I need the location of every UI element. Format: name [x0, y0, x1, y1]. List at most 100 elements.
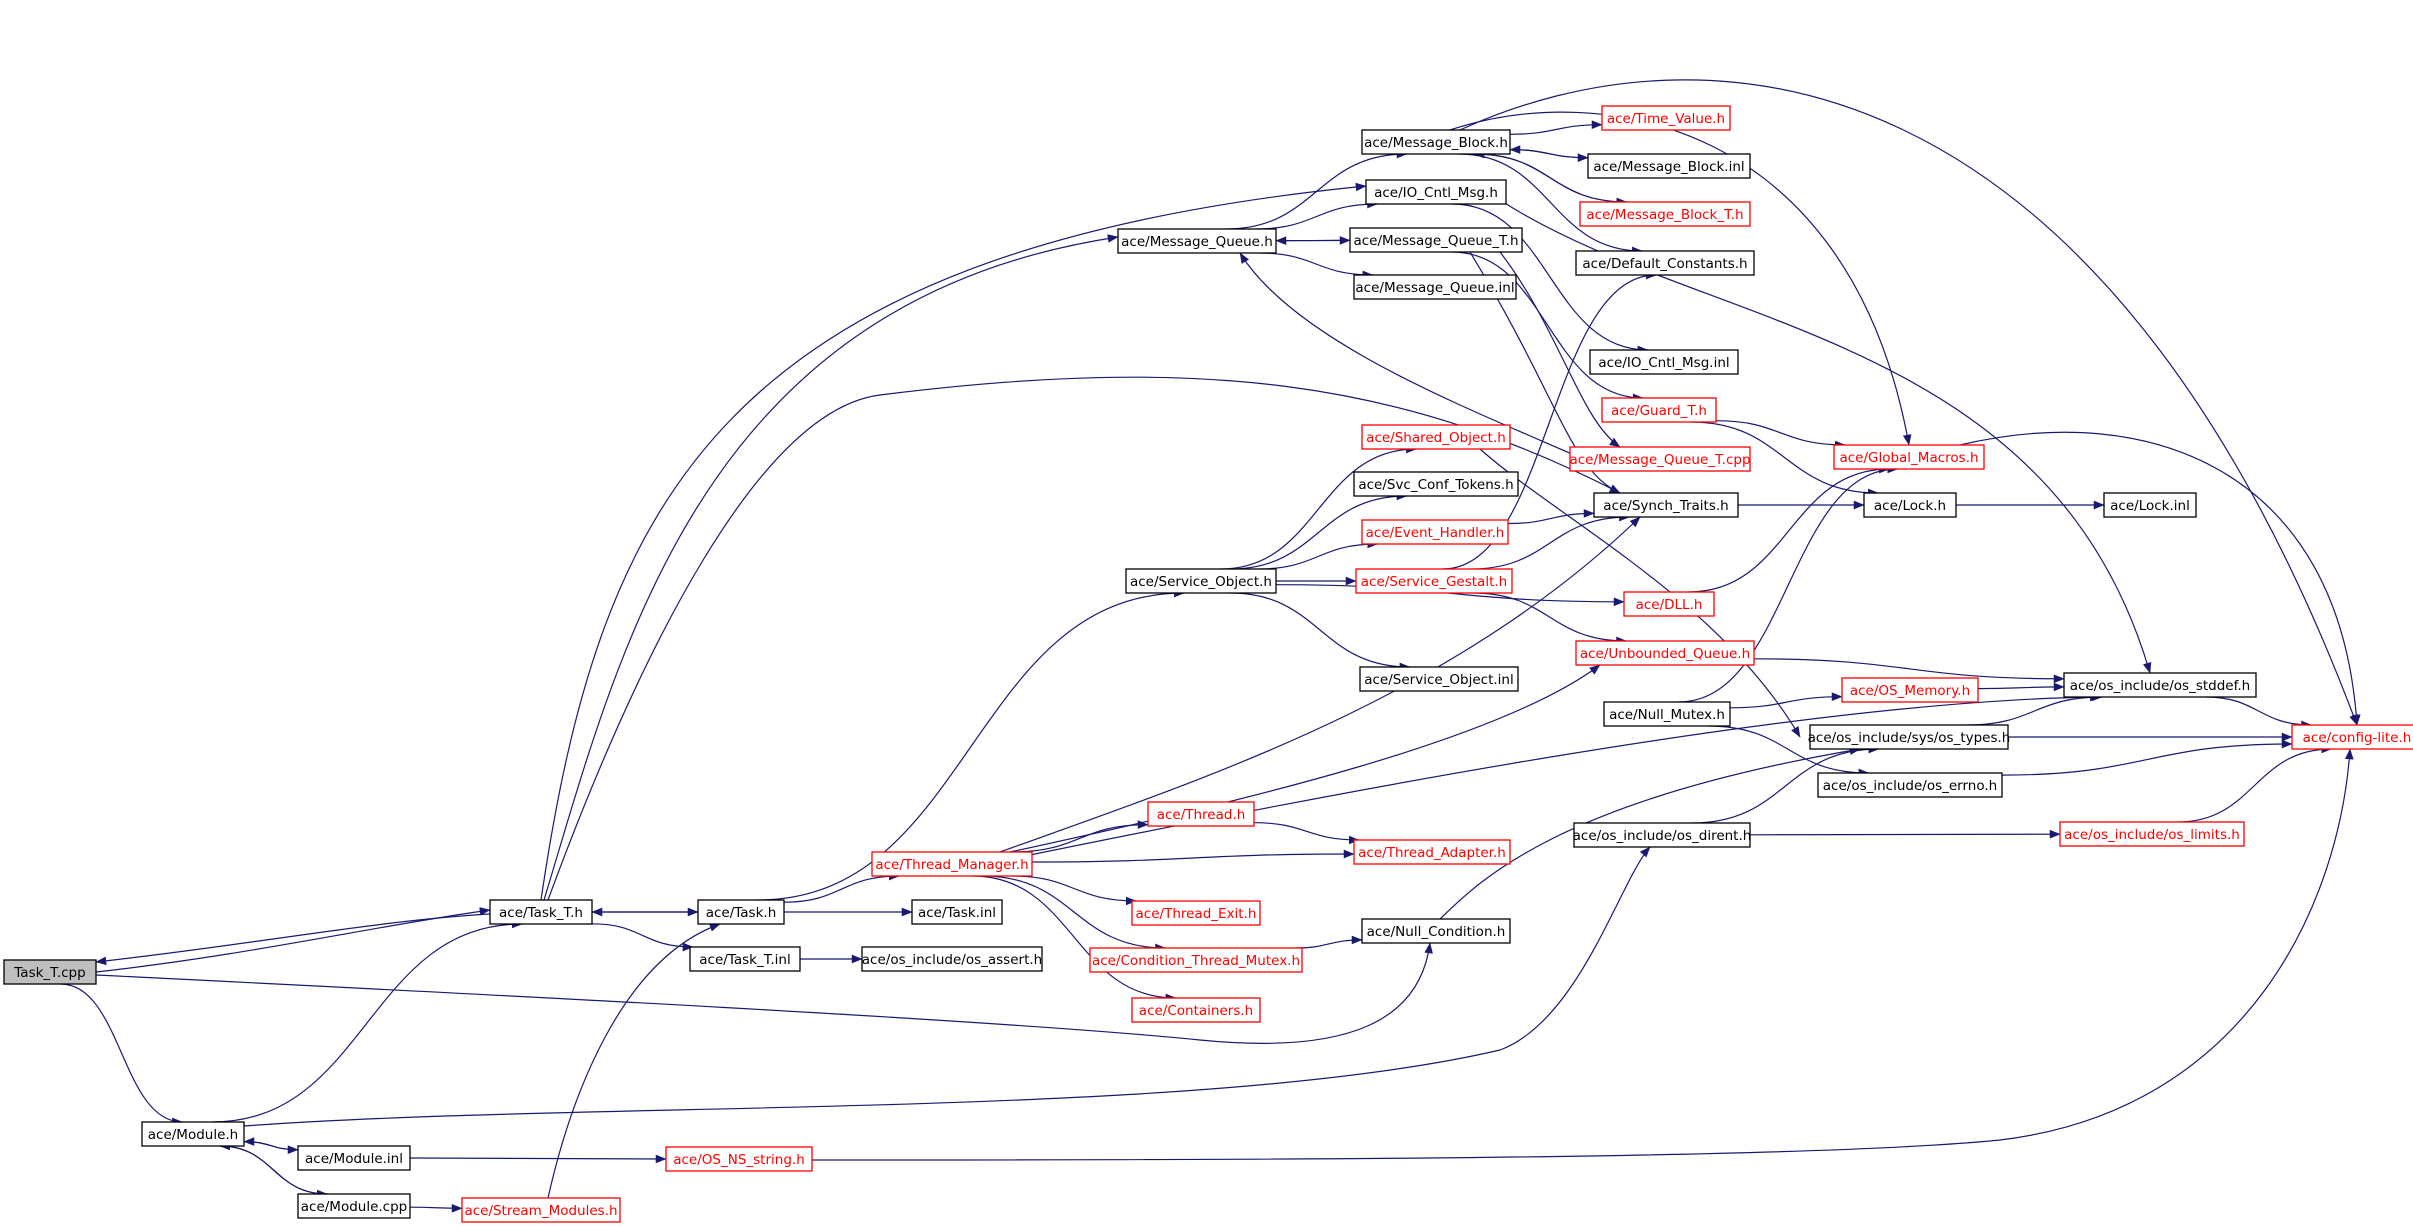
- node-lock-inl[interactable]: ace/Lock.inl: [2103, 492, 2197, 518]
- node-label: ace/Message_Block.h: [1364, 135, 1508, 151]
- node-box: [461, 1197, 621, 1223]
- node-label: ace/Message_Queue.h: [1121, 234, 1273, 250]
- edge-os-memory-to-os-stddef: [1977, 682, 2065, 692]
- node-label: ace/Task_T.h: [499, 905, 583, 921]
- edge-guard-t-to-global-macros: [1715, 420, 1846, 450]
- node-dll-h[interactable]: ace/DLL.h: [1623, 591, 1715, 617]
- node-thread-manager[interactable]: ace/Thread_Manager.h: [871, 851, 1033, 877]
- edge-message-queue-to-message-queue-inl: [1259, 252, 1374, 280]
- node-thread-adapter[interactable]: ace/Thread_Adapter.h: [1353, 839, 1511, 865]
- node-label: ace/Service_Object.h: [1130, 574, 1272, 590]
- node-stream-modules[interactable]: ace/Stream_Modules.h: [461, 1197, 621, 1223]
- node-synch-traits[interactable]: ace/Synch_Traits.h: [1593, 492, 1739, 518]
- node-label: ace/Thread_Exit.h: [1136, 906, 1257, 922]
- node-config-lite[interactable]: ace/config-lite.h: [2291, 724, 2413, 750]
- edge-service-object-to-service-object-inl: [1230, 592, 1411, 672]
- node-label: ace/Thread_Manager.h: [875, 857, 1028, 873]
- node-time-value[interactable]: ace/Time_Value.h: [1601, 105, 1731, 131]
- node-label: ace/Thread_Adapter.h: [1358, 845, 1506, 861]
- node-null-condition[interactable]: ace/Null_Condition.h: [1361, 918, 1511, 944]
- edge-io-cntl-msg-to-os-stddef: [1499, 199, 2152, 674]
- node-label: ace/Null_Mutex.h: [1609, 707, 1725, 723]
- node-box: [297, 1145, 411, 1171]
- node-label: ace/Lock.h: [1874, 498, 1946, 514]
- node-thread-h[interactable]: ace/Thread.h: [1147, 801, 1255, 827]
- node-svc-conf-tokens[interactable]: ace/Svc_Conf_Tokens.h: [1353, 471, 1519, 497]
- node-os-assert[interactable]: ace/os_include/os_assert.h: [861, 946, 1043, 972]
- node-box: [1131, 900, 1261, 926]
- node-lock-h[interactable]: ace/Lock.h: [1863, 492, 1957, 518]
- node-task-t-h[interactable]: ace/Task_T.h: [489, 899, 593, 925]
- node-box: [1131, 997, 1261, 1023]
- node-label: ace/Task.h: [706, 905, 777, 921]
- edge-module-cpp-to-module-h: [219, 1141, 328, 1195]
- node-cond-thread-mutex[interactable]: ace/Condition_Thread_Mutex.h: [1089, 947, 1303, 973]
- node-message-queue-t[interactable]: ace/Message_Queue_T.h: [1349, 227, 1523, 253]
- node-os-memory[interactable]: ace/OS_Memory.h: [1841, 677, 1979, 703]
- node-label: ace/Task_T.inl: [699, 952, 790, 968]
- node-os-errno[interactable]: ace/os_include/os_errno.h: [1817, 772, 2003, 798]
- node-label: ace/Synch_Traits.h: [1603, 498, 1728, 514]
- node-box: [297, 1193, 411, 1219]
- node-os-dirent[interactable]: ace/os_include/os_dirent.h: [1573, 822, 1752, 848]
- node-thread-exit[interactable]: ace/Thread_Exit.h: [1131, 900, 1261, 926]
- node-box: [1589, 349, 1739, 375]
- node-task-t-inl[interactable]: ace/Task_T.inl: [689, 946, 801, 972]
- node-global-macros[interactable]: ace/Global_Macros.h: [1833, 444, 1985, 470]
- node-box: [1863, 492, 1957, 518]
- node-task-h[interactable]: ace/Task.h: [697, 899, 785, 925]
- node-sys-os-types[interactable]: ace/os_include/sys/os_types.h: [1808, 724, 2011, 750]
- edge-message-queue-t-to-synch-traits: [1469, 251, 1621, 494]
- node-message-queue-t-cpp[interactable]: ace/Message_Queue_T.cpp: [1569, 446, 1751, 472]
- node-label: ace/Default_Constants.h: [1582, 256, 1747, 272]
- node-io-cntl-msg[interactable]: ace/IO_Cntl_Msg.h: [1365, 179, 1507, 205]
- node-label: ace/Unbounded_Queue.h: [1580, 646, 1750, 662]
- node-event-handler[interactable]: ace/Event_Handler.h: [1361, 519, 1509, 545]
- edge-service-gestalt-to-synch-traits: [1470, 512, 1630, 570]
- node-io-cntl-msg-inl[interactable]: ace/IO_Cntl_Msg.inl: [1589, 349, 1739, 375]
- edge-service-gestalt-to-default-constants: [1442, 270, 1657, 570]
- node-label: ace/os_include/sys/os_types.h: [1808, 730, 2011, 746]
- edge-service-object-to-svc-conf-tokens: [1230, 491, 1408, 570]
- node-module-h[interactable]: ace/Module.h: [141, 1121, 245, 1147]
- node-unbounded-queue[interactable]: ace/Unbounded_Queue.h: [1575, 640, 1755, 666]
- node-box: [1569, 446, 1751, 472]
- node-message-queue[interactable]: ace/Message_Queue.h: [1117, 228, 1277, 254]
- edge-os-limits-to-config-lite: [2177, 744, 2333, 823]
- node-message-block-t[interactable]: ace/Message_Block_T.h: [1579, 201, 1751, 227]
- node-os-stddef[interactable]: ace/os_include/os_stddef.h: [2063, 672, 2257, 698]
- node-message-queue-inl[interactable]: ace/Message_Queue.inl: [1353, 274, 1517, 300]
- node-label: ace/Message_Block_T.h: [1586, 207, 1743, 223]
- edge-task-t-h-to-task-t-cpp: [95, 913, 491, 966]
- edge-module-inl-to-module-h: [243, 1137, 299, 1151]
- node-shared-object[interactable]: ace/Shared_Object.h: [1361, 424, 1511, 450]
- node-box: [1117, 228, 1277, 254]
- node-task-inl[interactable]: ace/Task.inl: [911, 899, 1003, 925]
- node-box: [1147, 801, 1255, 827]
- node-module-cpp[interactable]: ace/Module.cpp: [297, 1193, 411, 1219]
- node-message-block-inl[interactable]: ace/Message_Block.inl: [1587, 153, 1751, 179]
- node-box: [1361, 424, 1511, 450]
- edge-task-h-to-thread-manager: [783, 871, 900, 903]
- edge-os-ns-string-to-config-lite: [811, 748, 2354, 1161]
- edge-task-t-cpp-to-task-t-h: [95, 907, 491, 973]
- node-label: ace/Guard_T.h: [1611, 403, 1707, 419]
- node-null-mutex[interactable]: ace/Null_Mutex.h: [1603, 701, 1731, 727]
- node-guard-t[interactable]: ace/Guard_T.h: [1601, 397, 1717, 423]
- node-service-object-inl[interactable]: ace/Service_Object.inl: [1359, 666, 1519, 692]
- edge-thread-h-to-thread-adapter: [1253, 822, 1360, 845]
- node-os-limits[interactable]: ace/os_include/os_limits.h: [2059, 821, 2245, 847]
- edge-dll-h-to-global-macros: [1688, 464, 1890, 593]
- node-module-inl[interactable]: ace/Module.inl: [297, 1145, 411, 1171]
- edge-message-block-to-global-macros: [1449, 111, 1912, 446]
- node-service-object[interactable]: ace/Service_Object.h: [1125, 568, 1277, 594]
- edge-message-queue-t-to-message-queue-t-cpp: [1499, 251, 1621, 448]
- node-message-block[interactable]: ace/Message_Block.h: [1361, 129, 1511, 155]
- node-label: ace/os_include/os_dirent.h: [1573, 828, 1752, 844]
- node-containers[interactable]: ace/Containers.h: [1131, 997, 1261, 1023]
- node-os-ns-string[interactable]: ace/OS_NS_string.h: [665, 1146, 813, 1172]
- node-task-t-cpp[interactable]: Task_T.cpp: [3, 959, 97, 985]
- node-default-constants[interactable]: ace/Default_Constants.h: [1575, 250, 1755, 276]
- node-label: ace/OS_NS_string.h: [673, 1152, 805, 1168]
- node-service-gestalt[interactable]: ace/Service_Gestalt.h: [1355, 568, 1513, 594]
